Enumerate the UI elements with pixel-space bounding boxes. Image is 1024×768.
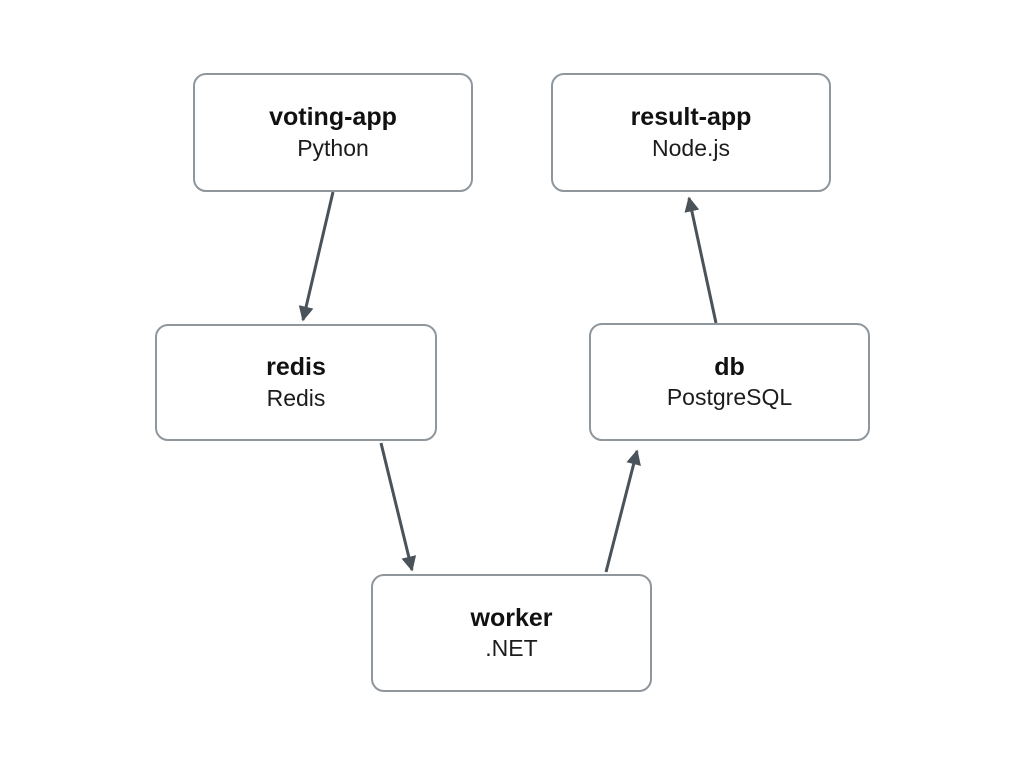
edge-worker-to-db (604, 449, 641, 573)
node-title: db (714, 352, 745, 381)
edge-redis-to-worker (379, 442, 417, 572)
node-subtitle: .NET (485, 635, 538, 662)
node-result-app: result-app Node.js (551, 73, 831, 192)
node-title: result-app (630, 103, 752, 132)
node-subtitle: Python (297, 134, 369, 161)
edge-voting-app-to-redis (298, 191, 335, 322)
node-worker: worker .NET (371, 574, 652, 692)
node-title: voting-app (269, 103, 397, 132)
node-title: redis (266, 353, 326, 382)
node-title: worker (470, 603, 553, 632)
node-subtitle: PostgreSQL (666, 384, 793, 411)
edge-db-to-result-app (684, 196, 718, 324)
node-db: db PostgreSQL (589, 323, 870, 441)
node-redis: redis Redis (155, 324, 437, 441)
node-voting-app: voting-app Python (193, 73, 473, 192)
node-subtitle: Redis (266, 384, 326, 411)
node-subtitle: Node.js (652, 134, 730, 161)
